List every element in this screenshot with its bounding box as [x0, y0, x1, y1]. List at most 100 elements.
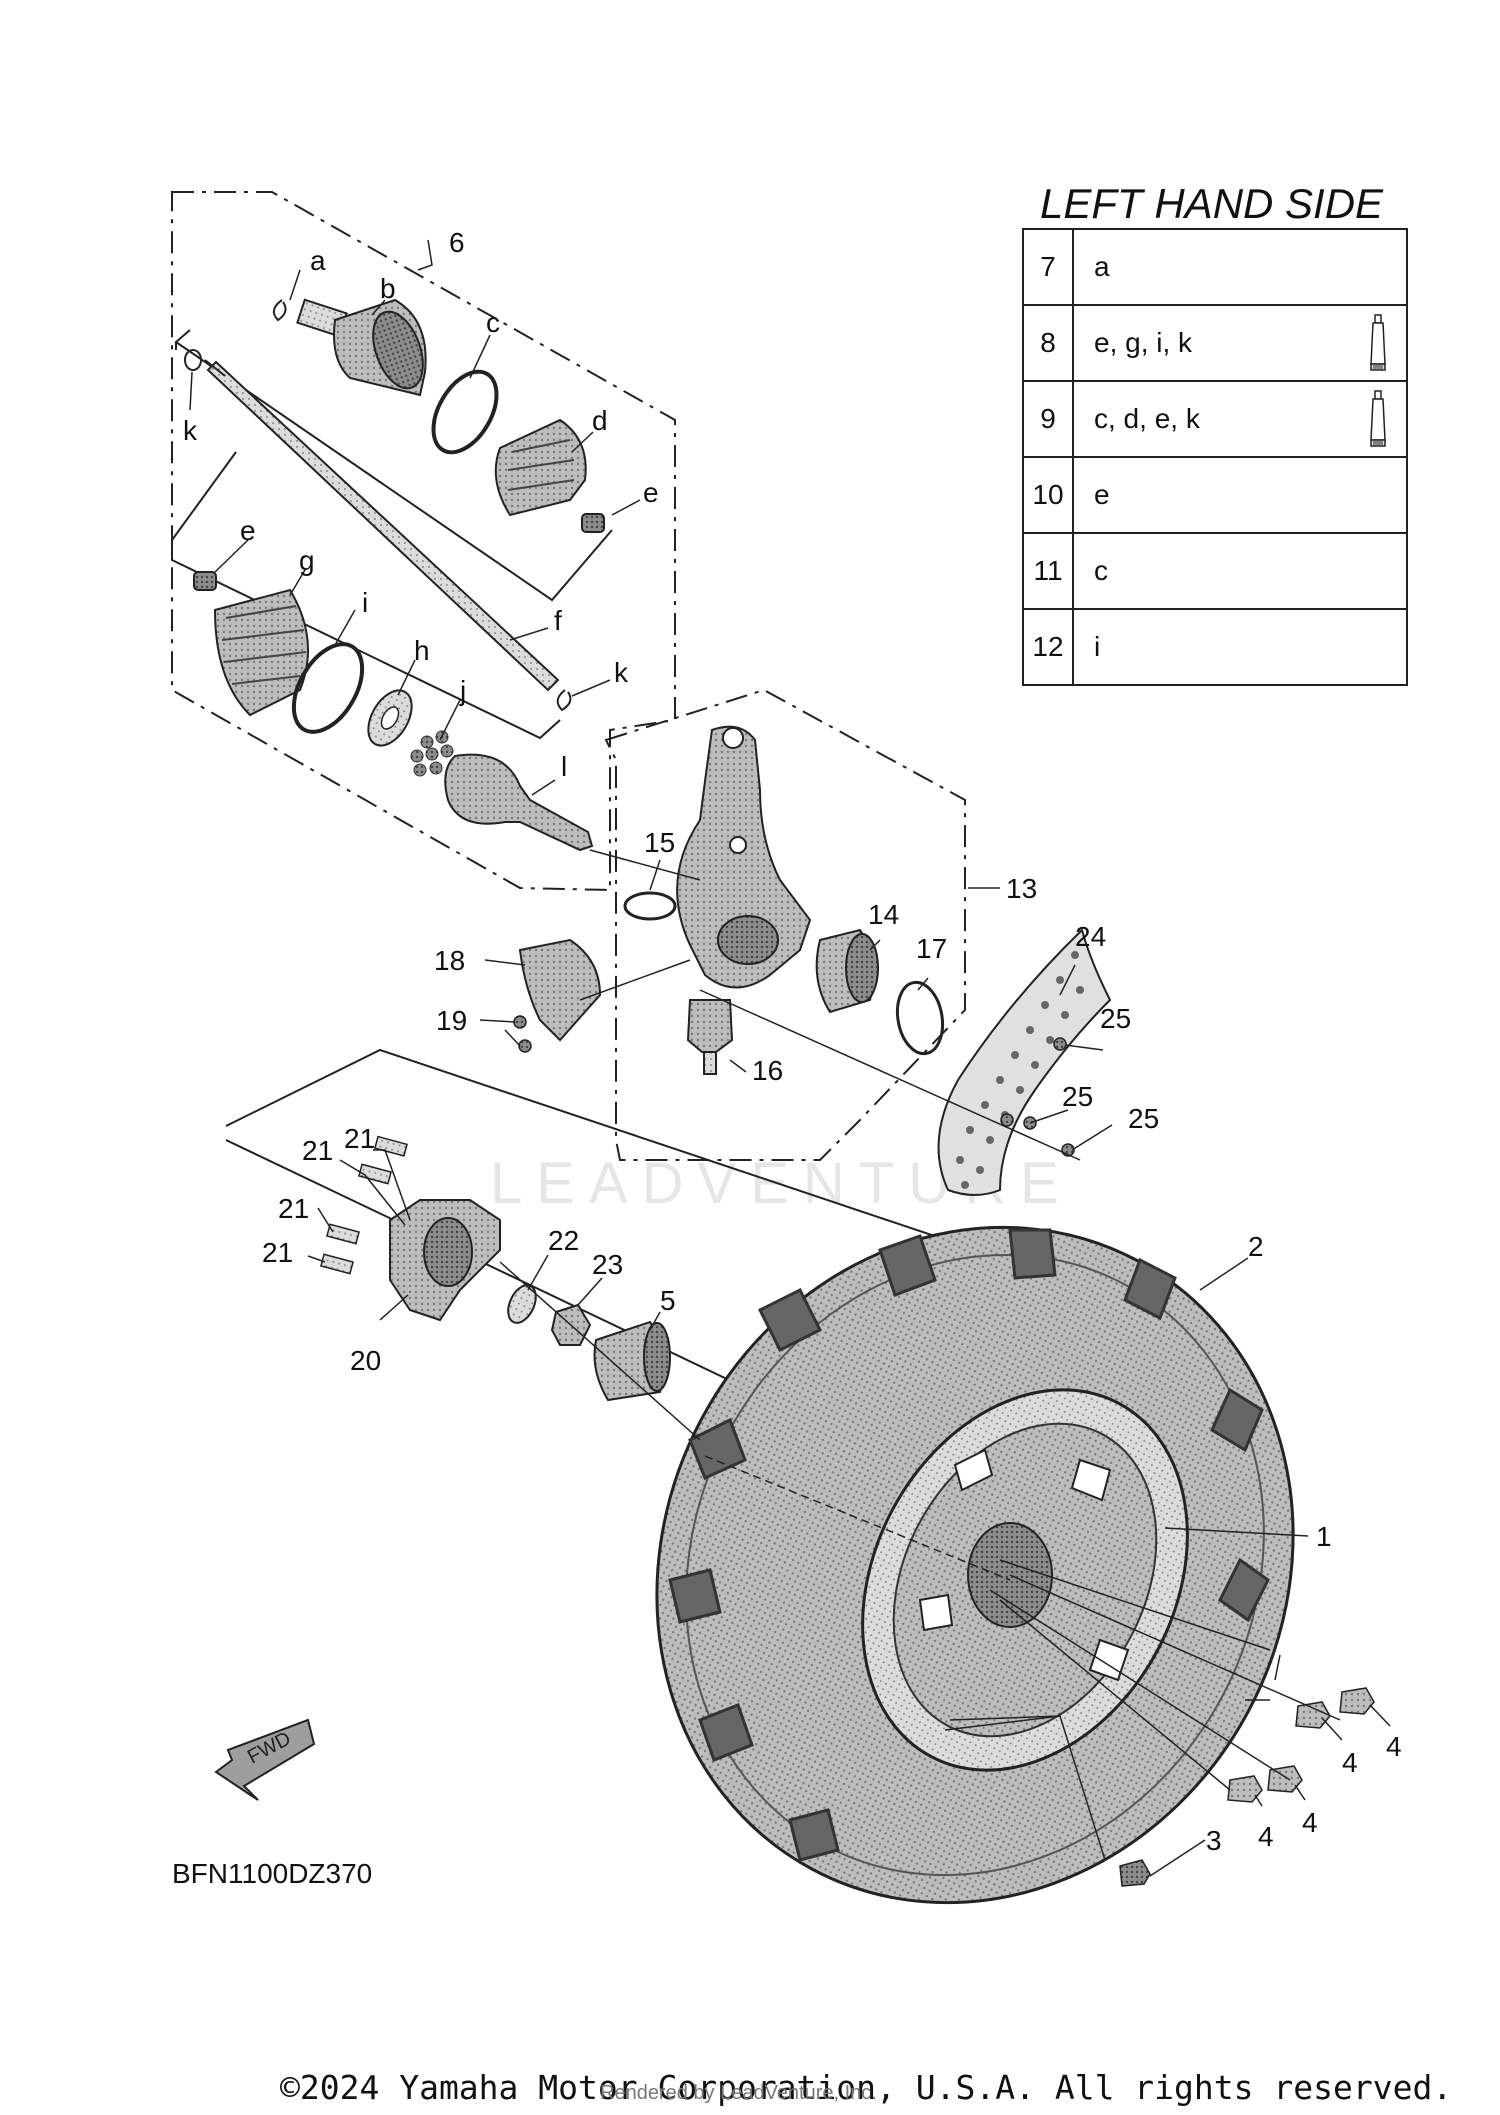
table-row: 11 c: [1022, 532, 1408, 610]
callout-4-c: 4: [1302, 1807, 1318, 1838]
callout-e-upper: e: [643, 477, 659, 508]
part-d-boot: [494, 418, 587, 517]
leader-lines: [189, 239, 1391, 1877]
callout-d: d: [592, 405, 608, 436]
callout-4-b: 4: [1342, 1747, 1358, 1778]
callout-j: j: [459, 675, 466, 706]
table-row-number: 12: [1022, 608, 1074, 686]
grease-tube-icon: [1370, 390, 1386, 447]
part-16-ball-joint: [686, 999, 734, 1075]
callout-k-lower: k: [614, 657, 629, 688]
table-row: 10 e: [1022, 456, 1408, 534]
shaft-kit-bracket: [171, 329, 613, 740]
callout-21-c: 21: [278, 1193, 309, 1224]
part-18-shield: [518, 938, 602, 1042]
table-row-number: 11: [1022, 532, 1074, 610]
callout-25-b: 25: [1062, 1081, 1093, 1112]
part-i-band: [291, 642, 365, 734]
rendered-by-note: Rendered by LeadVenture, Inc.: [600, 2082, 877, 2104]
callout-23: 23: [592, 1249, 623, 1280]
table-row: 12 i: [1022, 608, 1408, 686]
callout-25-c: 25: [1128, 1103, 1159, 1134]
callout-3: 3: [1206, 1825, 1222, 1856]
callout-22: 22: [548, 1225, 579, 1256]
callout-i: i: [362, 587, 368, 618]
table-row-value: e, g, i, k: [1072, 304, 1408, 382]
callout-k-upper: k: [183, 415, 198, 446]
grease-tube-icon: [1370, 314, 1386, 371]
callout-14: 14: [868, 899, 899, 930]
callout-1: 1: [1316, 1521, 1332, 1552]
table-row-value: e: [1072, 456, 1408, 534]
callout-20: 20: [350, 1345, 381, 1376]
part-j-balls: [410, 730, 454, 777]
table-row-number: 7: [1022, 228, 1074, 306]
table-row-value-text: c, d, e, k: [1094, 403, 1200, 434]
knuckle-assembly-frame: [604, 688, 966, 1161]
part-17-circlip: [895, 980, 945, 1056]
table-row-number: 10: [1022, 456, 1074, 534]
table-row-number: 9: [1022, 380, 1074, 458]
part-21-studs: [320, 1135, 408, 1275]
part-5-hub-cap: [593, 1320, 671, 1402]
part-b-cv-joint: [296, 298, 427, 397]
table-row-value: c: [1072, 532, 1408, 610]
part-15-oring: [623, 891, 677, 921]
callout-21-b: 21: [302, 1135, 333, 1166]
part-e-bushing-lower: [193, 571, 217, 591]
callout-a: a: [310, 245, 326, 276]
callout-6: 6: [449, 227, 465, 258]
callout-2: 2: [1248, 1231, 1264, 1262]
callout-21-a: 21: [344, 1123, 375, 1154]
table-row-value-text: e: [1094, 479, 1110, 510]
callout-b: b: [380, 273, 396, 304]
table-row-value-text: i: [1094, 631, 1101, 662]
callout-25-a: 25: [1100, 1003, 1131, 1034]
table-row-value-text: c: [1094, 555, 1108, 586]
callout-15: 15: [644, 827, 675, 858]
part-f-axle-shaft: [206, 360, 560, 692]
callout-19: 19: [436, 1005, 467, 1036]
part-k-circlip-upper: [184, 349, 202, 371]
callout-16: 16: [752, 1055, 783, 1086]
part-knuckle: [676, 725, 812, 989]
copyright-notice: ©2024 Yamaha Motor Corporation, U.S.A. A…: [280, 2068, 1453, 2107]
part-a-circlip: [272, 299, 287, 322]
table-row-number: 8: [1022, 304, 1074, 382]
callout-c: c: [486, 307, 500, 338]
callout-f: f: [554, 605, 562, 636]
part-1-wheel-rim: [861, 1388, 1189, 1772]
driveshaft-assembly-frame: [171, 191, 676, 892]
part-e-bushing-upper: [581, 513, 605, 533]
part-g-boot: [213, 588, 309, 717]
part-4-lug-nuts: [1227, 1687, 1375, 1803]
callout-21-d: 21: [262, 1237, 293, 1268]
part-20-hub: [389, 1199, 501, 1322]
part-c-band: [431, 369, 499, 455]
callout-h: h: [414, 635, 430, 666]
diagram-code: BFN1100DZ370: [172, 1858, 373, 1889]
callout-4-a: 4: [1386, 1731, 1402, 1762]
part-19-bolts: [513, 1015, 532, 1053]
axis-lines: [499, 849, 1341, 1861]
callout-e-lower: e: [240, 515, 256, 546]
callout-18: 18: [434, 945, 465, 976]
table-row-value: c, d, e, k: [1072, 380, 1408, 458]
table-row: 9 c, d, e, k: [1022, 380, 1408, 458]
callout-24: 24: [1075, 921, 1106, 952]
part-l-cv-joint: [444, 753, 594, 852]
part-14-bearing: [815, 928, 879, 1014]
table-row-value: i: [1072, 608, 1408, 686]
part-3-valve: [1119, 1859, 1151, 1887]
callout-4-d: 4: [1258, 1821, 1274, 1852]
part-24-brake-disc: [937, 928, 1112, 1196]
callout-g: g: [299, 545, 315, 576]
part-k-circlip-lower: [556, 689, 572, 712]
fwd-arrow-icon: FWD: [214, 1718, 316, 1801]
table-title: LEFT HAND SIDE: [1040, 180, 1384, 227]
